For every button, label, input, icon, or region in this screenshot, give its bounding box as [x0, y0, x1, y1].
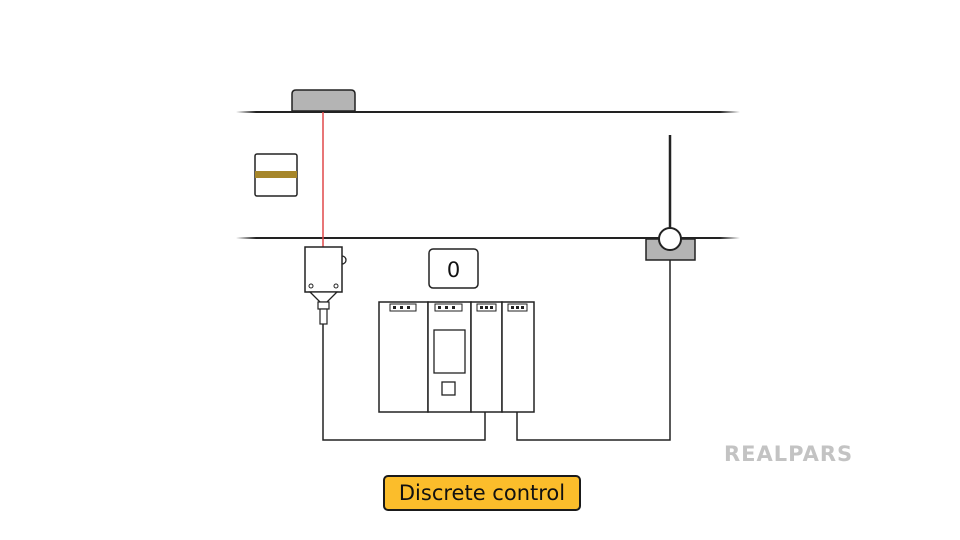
counter-value: 0	[447, 258, 460, 282]
realpars-logo: REALPARS	[724, 442, 853, 466]
reflector-icon	[291, 89, 356, 112]
conveyor-top-rail	[236, 111, 740, 113]
limit-switch-icon	[645, 135, 696, 261]
plc-power-supply-module	[378, 301, 429, 413]
package-icon	[254, 153, 298, 197]
plc-input-module-1	[470, 301, 503, 413]
photo-eye-sensor-icon	[304, 246, 347, 325]
sensor-wire	[322, 324, 486, 441]
conveyor-bottom-rail	[236, 237, 740, 239]
caption-label: Discrete control	[383, 475, 581, 511]
plc-rack-icon	[378, 301, 535, 413]
plc-input-module-2	[501, 301, 535, 413]
counter-display: 0	[428, 248, 479, 289]
switch-wire	[516, 260, 671, 441]
